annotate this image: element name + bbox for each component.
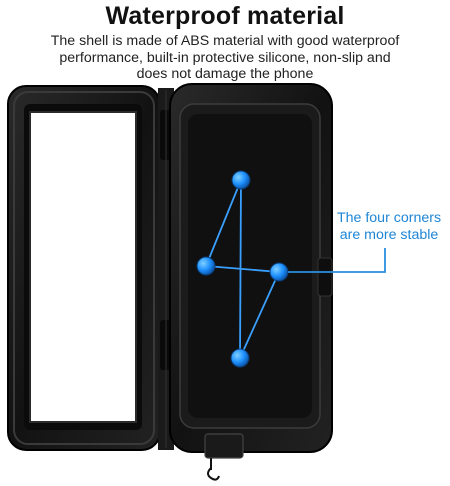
description-line: does not damage the phone — [136, 66, 314, 82]
callout-leader-line — [288, 248, 386, 273]
suction-pad-left — [196, 256, 216, 276]
transparent-window — [29, 111, 137, 423]
callout-label: The four corners are more stable — [330, 210, 448, 244]
description-line: The shell is made of ABS material with g… — [50, 33, 400, 49]
suction-pad-top — [231, 170, 251, 190]
headline: Waterproof material — [105, 2, 345, 30]
description-line: performance, built-in protective silicon… — [59, 49, 391, 66]
description: The shell is made of ABS material with g… — [14, 33, 436, 83]
callout-line: The four corners — [336, 210, 442, 226]
callout-line: are more stable — [339, 227, 439, 243]
suction-pad-bottom — [230, 348, 250, 368]
case-right-tray — [169, 83, 333, 481]
suction-pads — [196, 170, 289, 368]
case-left-cover — [7, 85, 161, 451]
suction-pad-right — [269, 262, 289, 282]
